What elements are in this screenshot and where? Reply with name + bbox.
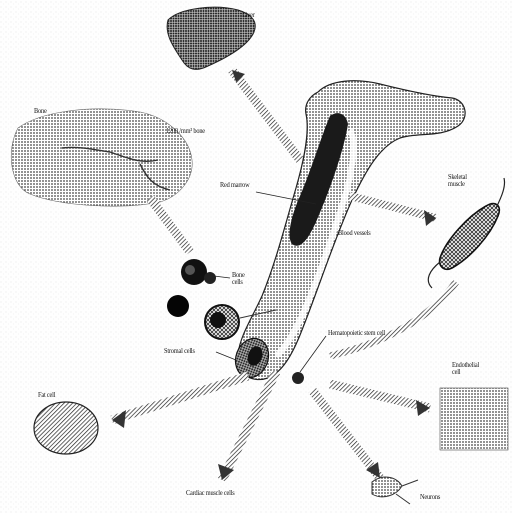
bone-cell-2	[204, 272, 216, 284]
label-stromal-cells: Stromal cells	[164, 348, 195, 355]
brain-tissue	[11, 109, 192, 206]
endothelial-tissue	[440, 388, 508, 450]
label-skeletal-muscle: Skeletal muscle	[448, 174, 480, 188]
label-hsc: Hematopoietic stem cell	[328, 330, 386, 337]
label-endothelial-cell: Endothelial cell	[452, 362, 484, 376]
label-bone-note: 1200 /mm³ bone	[166, 128, 205, 135]
label-liver: Liver	[242, 12, 255, 19]
label-blood-vessels: Blood vessels	[338, 230, 370, 237]
bone-cell-4-nucleus	[210, 312, 226, 328]
bone-cell-1-nucleus	[185, 265, 195, 275]
label-neurons: Neurons	[420, 494, 440, 501]
label-cardiac-muscle: Cardiac muscle cells	[186, 490, 249, 497]
bone-cell-3	[167, 295, 189, 317]
label-bone-cells: Bone cells	[232, 272, 250, 286]
stem-cell	[292, 372, 304, 384]
label-red-marrow: Red marrow	[220, 182, 250, 189]
fat-cell-shape	[34, 402, 98, 454]
label-bone: Bone	[34, 108, 47, 115]
label-fat-cell: Fat cell	[38, 392, 55, 399]
